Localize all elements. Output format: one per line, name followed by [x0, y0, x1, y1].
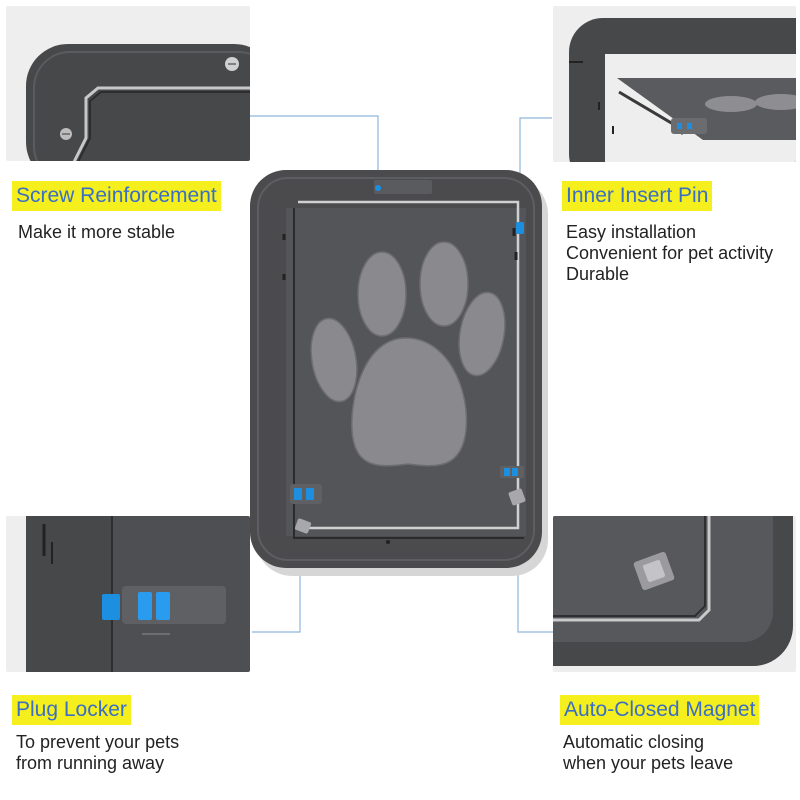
feature-description-plug-locker: To prevent your pets from running away — [16, 732, 179, 774]
feature-line: Automatic closing — [563, 732, 705, 752]
locker-body — [122, 586, 226, 624]
plug-locker-detail-panel — [6, 516, 250, 672]
insert-pin-icon — [516, 222, 524, 234]
magnet-detail-panel — [553, 516, 796, 672]
locker-icon — [294, 488, 302, 500]
feature-line: Easy installation — [566, 222, 697, 242]
plug-locker-icon — [102, 594, 120, 620]
feature-line: To prevent your pets — [16, 732, 180, 752]
feature-description-auto-closed-magnet: Automatic closing when your pets leave — [563, 732, 733, 774]
feature-title-inner-insert-pin: Inner Insert Pin — [562, 181, 713, 211]
screw-detail-panel — [6, 6, 250, 161]
paw-print-icon — [310, 241, 506, 467]
magnet-small-icon — [508, 488, 526, 506]
connector-screw — [250, 115, 379, 186]
feature-title-plug-locker: Plug Locker — [12, 695, 131, 725]
feature-line: Make it more stable — [18, 222, 176, 242]
insert-pin-detail-panel — [553, 6, 796, 162]
feature-title-auto-closed-magnet: Auto-Closed Magnet — [560, 695, 760, 725]
feature-title-screw-reinforcement: Screw Reinforcement — [12, 181, 221, 211]
pet-door-illustration — [250, 170, 548, 576]
feature-line: from running away — [16, 753, 165, 773]
feature-description-inner-insert-pin: Easy installation Convenient for pet act… — [566, 222, 773, 285]
feature-description-screw-reinforcement: Make it more stable — [18, 222, 175, 243]
pin-icon — [677, 123, 682, 129]
feature-line: Convenient for pet activity — [566, 243, 774, 263]
feature-line: Durable — [566, 264, 630, 284]
feature-line: when your pets leave — [563, 753, 734, 773]
